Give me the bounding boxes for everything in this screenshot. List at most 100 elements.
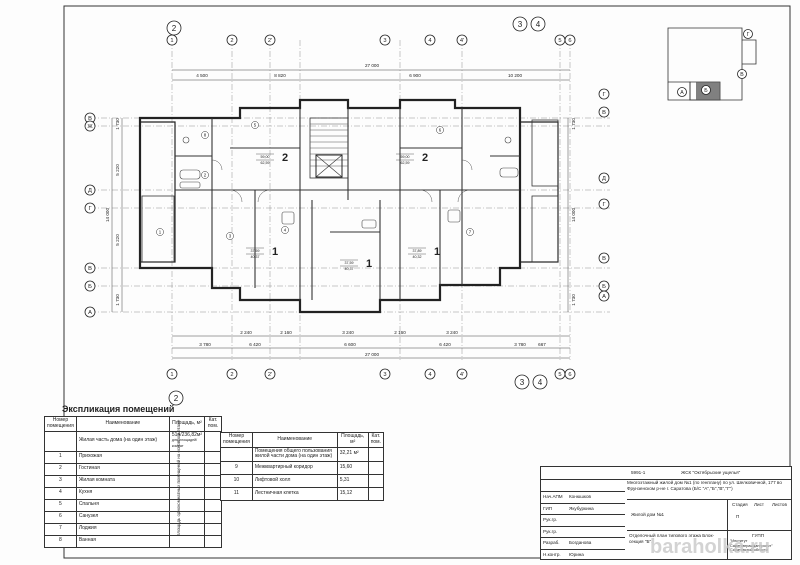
axis-right-5: Б: [598, 280, 610, 292]
axis-left-4-label: В: [88, 266, 92, 272]
stamp-org2: "Институт Саратовгражданпроект" Саратовс…: [730, 539, 773, 553]
row-number: 7: [44, 522, 77, 536]
room-number: 5: [254, 123, 257, 128]
big-axis-top-right-b: 4: [530, 16, 546, 32]
apartment-rooms: 1: [434, 246, 440, 258]
axis-top-1: 2: [226, 34, 238, 46]
axis-top-4-label: 4: [428, 38, 432, 44]
dim-right-0: 1 730: [571, 118, 576, 130]
axis-bottom-5: 4': [456, 368, 468, 380]
stamp-role-row: Рук.гр.: [541, 514, 625, 526]
axis-right-4: В: [598, 252, 610, 264]
axis-left-0-label: В: [88, 116, 92, 122]
apartment-area-living: 37,59: [251, 249, 260, 253]
axis-top-5-label: 4': [460, 38, 464, 44]
axis-left-2: Д: [84, 184, 96, 196]
apartment-rooms: 2: [282, 152, 288, 164]
dim-right-2: 1 730: [571, 294, 576, 306]
stamp-drawing: Отделочный план типового этажа Блок-секц…: [629, 533, 715, 544]
key-plan-axis-2: Б: [701, 85, 711, 95]
apartment-area-total: 40,37: [345, 267, 354, 271]
role-person: Конюшков: [569, 494, 591, 499]
stamp-building: Жилой дом №1: [631, 512, 665, 517]
room-marker: 1: [156, 228, 164, 236]
axis-right-3: Г: [598, 198, 610, 210]
vertical-note: площадь однокомнатных помещений на основ…: [176, 419, 181, 536]
axis-left-5-label: Б: [88, 284, 92, 290]
stamp-sheet-label: Лист: [754, 502, 764, 507]
axis-top-0-label: 1: [170, 38, 173, 44]
table-header-row: Номер помещения Наименование Площадь, м²…: [44, 416, 222, 432]
dim-bottom2-0: 3 780: [199, 342, 211, 347]
dim-bottom-right: 667: [538, 342, 546, 347]
room-marker: 2: [201, 171, 209, 179]
stamp-role-row: Разраб.Богданова: [541, 537, 625, 549]
big-axis-top-left: 2: [166, 20, 182, 36]
room-marker: 6: [436, 126, 444, 134]
row-name: Спальня: [75, 498, 170, 512]
dim-left-2: 14 000: [105, 208, 110, 222]
dim-top-0: 4 500: [196, 73, 208, 78]
stamp-role-row: Рук.гр.: [541, 525, 625, 538]
dim-bottom-1: 2 160: [280, 330, 292, 335]
room-number: 4: [284, 228, 287, 233]
table-header-row: Номер помещения Наименование Площадь, м²…: [220, 432, 385, 448]
axis-left-6: А: [84, 306, 96, 318]
big-axis-bottom-left-label: 2: [174, 394, 179, 403]
row-number: 10: [220, 474, 253, 488]
explication-title: Экспликация помещений: [62, 404, 175, 414]
row-number: 6: [44, 510, 77, 524]
row-number: 8: [44, 534, 77, 548]
axis-right-0: Г: [598, 88, 610, 100]
row-name: Лестничная клетка: [251, 487, 338, 501]
axis-bottom-3: 3: [379, 368, 391, 380]
axis-bottom-4: 4: [424, 368, 436, 380]
dim-bottom-3: 2 160: [394, 330, 406, 335]
col-header-number: Номер помещения: [220, 432, 253, 448]
room-number: 1: [159, 230, 162, 235]
explication-table-common: Номер помещения Наименование Площадь, м²…: [220, 432, 385, 501]
axis-bottom-6: 5: [554, 368, 566, 380]
apartment-area-total: 40,37: [251, 255, 260, 259]
row-number: 2: [44, 462, 77, 476]
key-plan-axis-1: В: [737, 69, 747, 79]
col-header-category: Кат. пом.: [367, 432, 385, 448]
col-header-name: Наименование: [75, 416, 170, 432]
dim-left-3: 5 220: [115, 234, 120, 246]
axis-top-2-label: 2': [268, 38, 272, 44]
col-header-area: Площадь, м²: [336, 432, 369, 448]
summary-area: 514/236,82м²: [171, 431, 202, 438]
axis-top-7: 6: [564, 34, 576, 46]
big-axis-top-right-a-label: 3: [518, 20, 523, 29]
apartment-area-total: 62,59: [261, 161, 270, 165]
axis-top-7-label: 6: [568, 38, 571, 44]
stamp-role-row: Н.контр.Юрина: [541, 548, 625, 561]
axis-top-4: 4: [424, 34, 436, 46]
table-summary-row: Помещения общего пользования жилой части…: [220, 446, 385, 462]
apartment-rooms: 2: [422, 152, 428, 164]
dim-right-1: 14 000: [571, 208, 576, 222]
big-axis-bottom-right-a: 3: [514, 374, 530, 390]
axis-left-1-label: Ж: [87, 124, 93, 130]
key-plan-axis-0: Г: [743, 29, 753, 39]
dim-left-4: 1 730: [115, 294, 120, 306]
room-marker: 4: [281, 226, 289, 234]
sheet-frame: [63, 5, 791, 559]
room-number: 3: [229, 234, 232, 239]
row-number: 9: [220, 461, 253, 475]
room-number: 8: [204, 133, 207, 138]
dim-bottom-0: 2 240: [240, 330, 252, 335]
axis-right-1-label: В: [602, 110, 606, 116]
axis-bottom-0: 1: [166, 368, 178, 380]
